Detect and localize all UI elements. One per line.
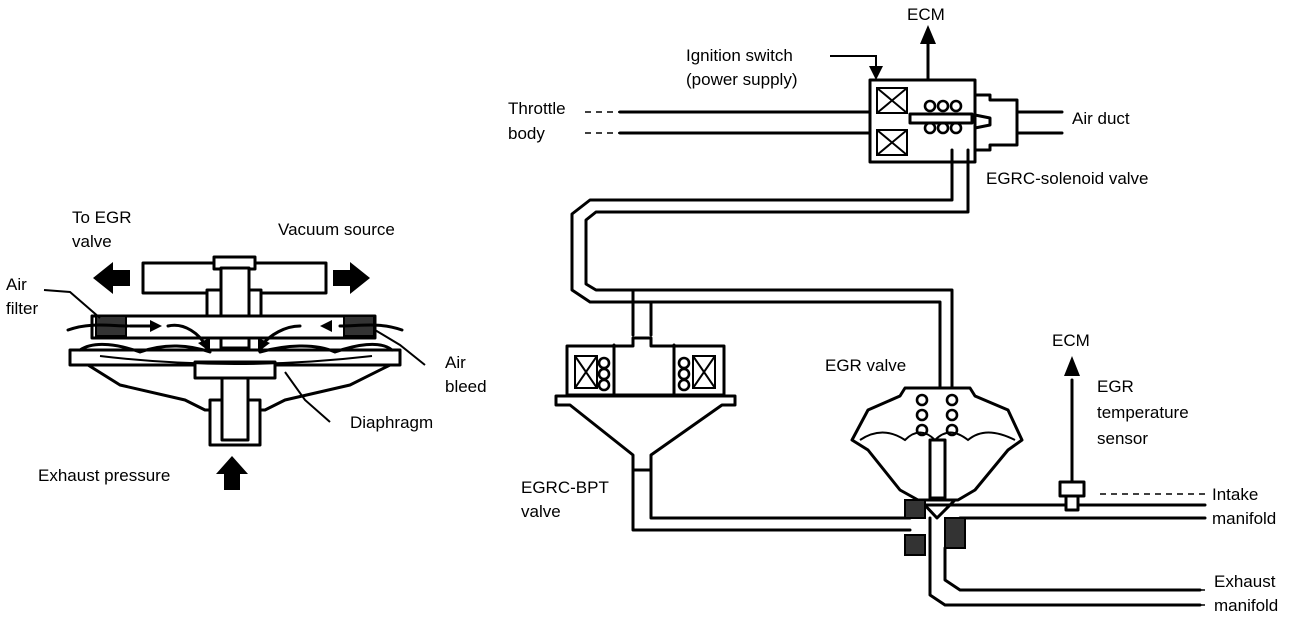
egrc-bpt-valve [554, 336, 912, 532]
label-egrc-bpt-valve: EGRC-BPT [521, 478, 609, 497]
label-ecm-top: ECM [907, 5, 945, 24]
exhaust-pressure-arrow [216, 456, 248, 490]
label-intake-manifold: Intake [1212, 485, 1258, 504]
to-egr-arrow [93, 262, 130, 294]
label-exhaust-pressure: Exhaust pressure [38, 466, 170, 485]
label-egrc-solenoid-valve: EGRC-solenoid valve [986, 169, 1149, 188]
label-egr-temp-sensor: EGR [1097, 377, 1134, 396]
egr-temperature-sensor [1058, 480, 1086, 512]
label-ecm-right: ECM [1052, 331, 1090, 350]
label-to-egr-valve-2: valve [72, 232, 112, 251]
gasket-left-bottom [904, 534, 926, 556]
label-ignition-switch: Ignition switch [686, 46, 793, 65]
label-exhaust-manifold-2: manifold [1214, 596, 1278, 615]
label-egr-valve: EGR valve [825, 356, 906, 375]
gasket-left-top [904, 499, 926, 519]
label-throttle-body: Throttle [508, 99, 566, 118]
label-air-bleed: Air [445, 353, 466, 372]
bpt-valve-cross-section [43, 255, 426, 490]
egrc-solenoid-valve [868, 78, 1019, 164]
label-vacuum-source: Vacuum source [278, 220, 395, 239]
label-egr-temp-sensor-2: temperature [1097, 403, 1189, 422]
label-egr-temp-sensor-3: sensor [1097, 429, 1148, 448]
label-air-filter: Air [6, 275, 27, 294]
label-air-filter-2: filter [6, 299, 38, 318]
label-intake-manifold-2: manifold [1212, 509, 1276, 528]
label-throttle-body-2: body [508, 124, 545, 143]
label-egrc-bpt-valve-2: valve [521, 502, 561, 521]
label-air-bleed-2: bleed [445, 377, 487, 396]
egr-valve [850, 386, 1024, 520]
ecm-top-arrow [920, 25, 936, 44]
label-air-duct: Air duct [1072, 109, 1130, 128]
label-diaphragm: Diaphragm [350, 413, 433, 432]
ecm-right-arrow [1064, 356, 1080, 376]
label-to-egr-valve: To EGR [72, 208, 132, 227]
egr-system-schematic [554, 25, 1210, 607]
label-ignition-switch-2: (power supply) [686, 70, 798, 89]
gasket-right [944, 517, 966, 549]
vacuum-source-arrow [333, 262, 370, 294]
label-exhaust-manifold: Exhaust [1214, 572, 1276, 591]
